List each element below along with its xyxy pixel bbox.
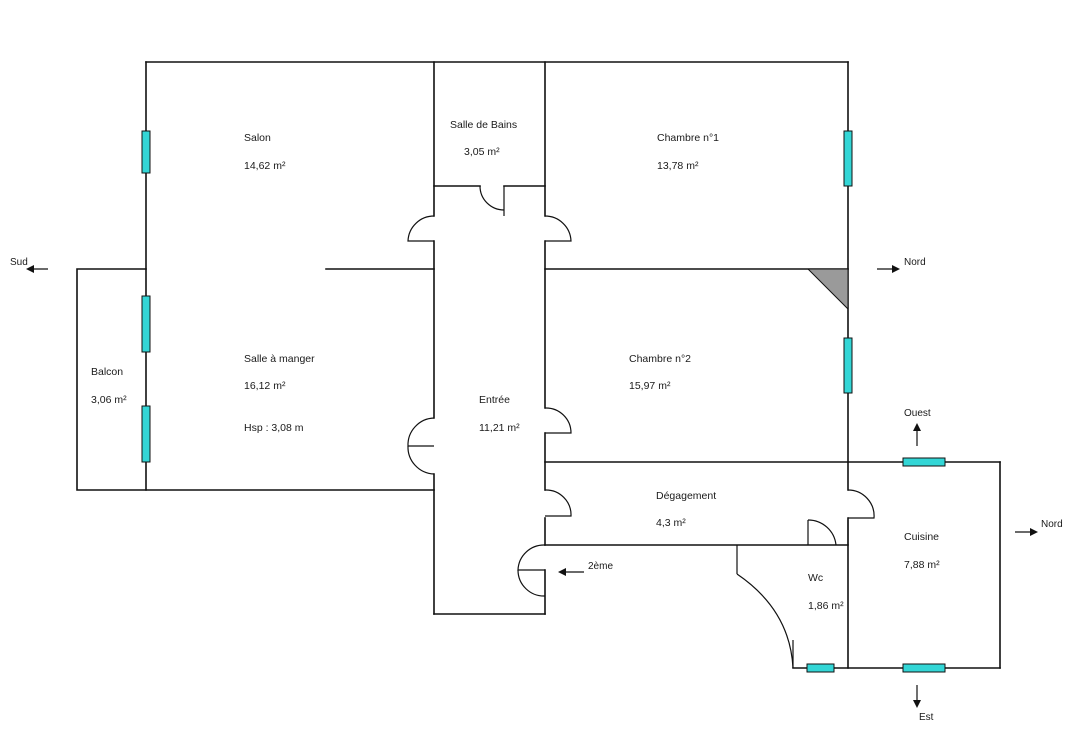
corner-duct	[806, 268, 849, 311]
door-salon-arc	[407, 215, 435, 242]
label-nord-bottom: Nord	[1041, 519, 1063, 530]
wc-name: Wc	[808, 572, 823, 584]
sam-name: Salle à manger	[244, 353, 315, 365]
window-wc	[806, 663, 835, 673]
arrow-nord-top-icon	[892, 265, 900, 273]
compass-arrows	[26, 265, 1038, 708]
salon-name: Salon	[244, 132, 271, 144]
chambre2-area: 15,97 m²	[629, 380, 671, 392]
windows	[141, 130, 946, 673]
chambre1-area: 13,78 m²	[657, 160, 699, 172]
arrow-est-icon	[913, 700, 921, 708]
door-bath-arc	[479, 185, 505, 211]
walls	[76, 61, 1001, 669]
wc-curve	[736, 573, 794, 669]
bath-name: Salle de Bains	[450, 119, 517, 131]
balcon-name: Balcon	[91, 366, 123, 378]
sam-hsp: Hsp : 3,08 m	[244, 422, 304, 434]
label-sud: Sud	[10, 257, 28, 268]
entree-area: 11,21 m²	[479, 422, 520, 434]
window-chambre2	[843, 337, 853, 394]
wc-area: 1,86 m²	[808, 600, 844, 612]
door-entry-arc-a	[517, 544, 546, 571]
degagement-area: 4,3 m²	[656, 517, 686, 529]
bath-area: 3,05 m²	[464, 146, 500, 158]
label-ouest: Ouest	[904, 408, 931, 419]
room-labels: Salon 14,62 m² Salle de Bains 3,05 m² Ch…	[91, 119, 940, 612]
door-degagement-arc	[544, 489, 572, 517]
doors	[407, 185, 875, 669]
chambre2-name: Chambre n°2	[629, 353, 691, 365]
door-entry-arc-b	[517, 569, 546, 597]
arrow-2eme-icon	[558, 568, 566, 576]
salon-area: 14,62 m²	[244, 160, 286, 172]
window-cuisine-bottom	[902, 663, 946, 673]
arrow-nord-bottom-icon	[1030, 528, 1038, 536]
door-cuisine-arc	[847, 489, 875, 519]
door-chambre2-arc	[544, 407, 572, 434]
cuisine-area: 7,88 m²	[904, 559, 940, 571]
cuisine-name: Cuisine	[904, 531, 939, 543]
wall-balcon	[76, 268, 435, 491]
label-est: Est	[919, 712, 934, 723]
entree-name: Entrée	[479, 394, 510, 406]
label-nord-top: Nord	[904, 257, 926, 268]
balcon-area: 3,06 m²	[91, 394, 127, 406]
degagement-name: Dégagement	[656, 490, 716, 502]
door-sam-arc-b	[407, 445, 435, 475]
arrow-sud-icon	[26, 265, 34, 273]
label-2eme: 2ème	[588, 561, 613, 572]
door-wc-arc	[807, 519, 837, 546]
chambre1-name: Chambre n°1	[657, 132, 719, 144]
window-sam-2	[141, 405, 151, 463]
door-sam-arc-a	[407, 417, 435, 447]
window-chambre1	[843, 130, 853, 187]
sam-area: 16,12 m²	[244, 380, 286, 392]
door-chambre1-arc	[544, 215, 572, 242]
compass-labels: Sud Nord Ouest Nord Est 2ème	[10, 257, 1063, 723]
window-sam-1	[141, 295, 151, 353]
window-cuisine-top	[902, 457, 946, 467]
window-salon	[141, 130, 151, 174]
arrow-ouest-icon	[913, 423, 921, 431]
